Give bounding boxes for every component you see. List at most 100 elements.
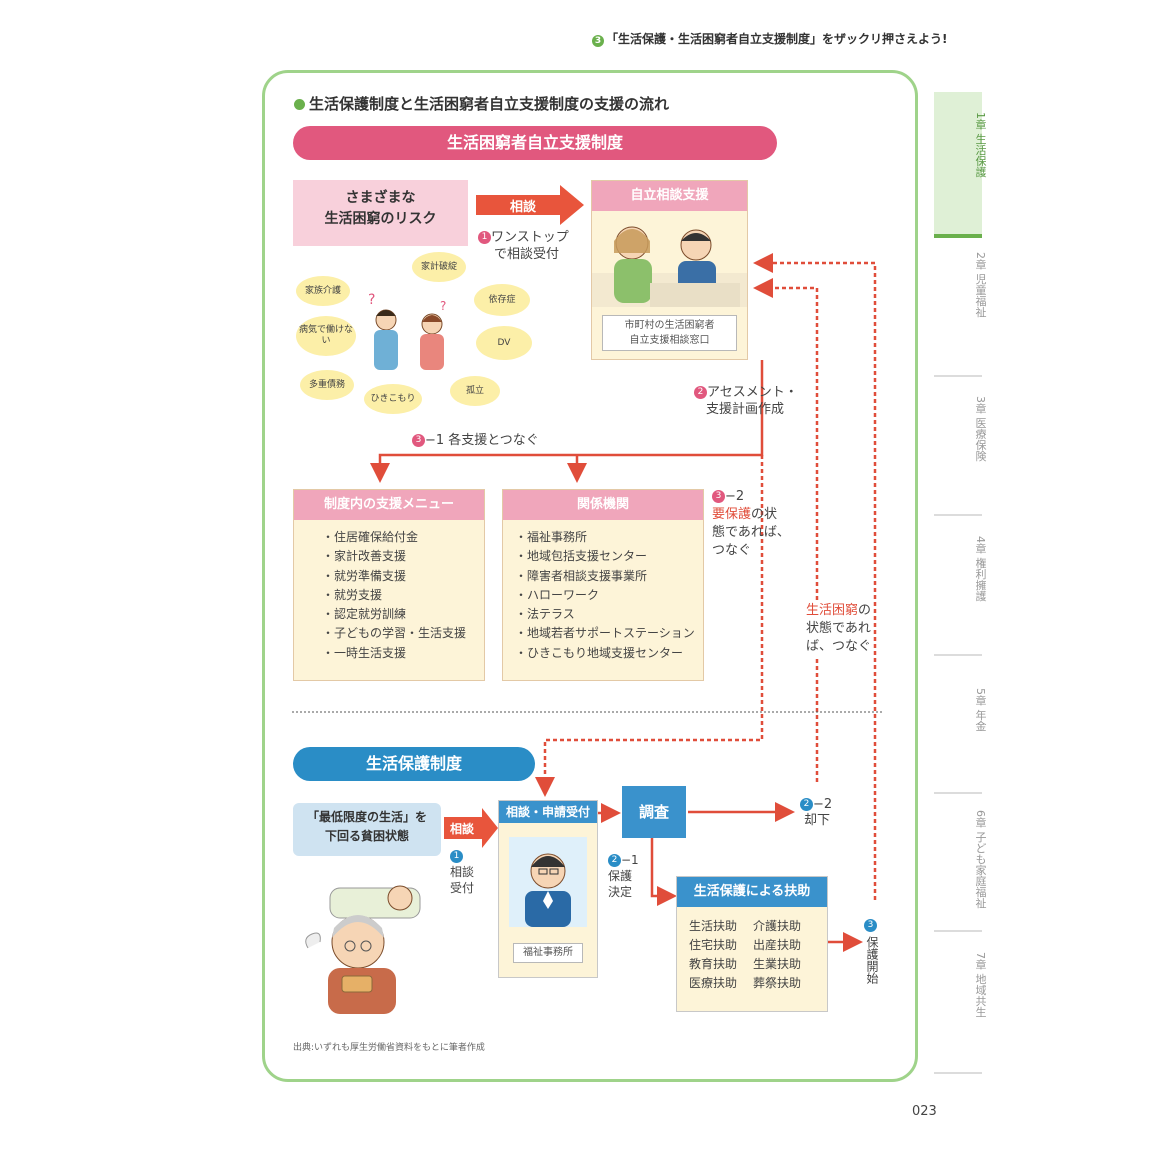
step3-2-note: 3−2 要保護の状 態であれば、 つなぐ: [712, 488, 790, 560]
fujo-head: 生活保護による扶助: [677, 877, 827, 907]
risk-bubble: 家族介護: [296, 276, 350, 306]
jiritsu-box: 自立相談支援 市町村の生活困窮者 自立支援相談窓口: [591, 180, 748, 360]
sidebar-tab-3[interactable]: 3章 医療保険: [974, 396, 987, 462]
sidebar-divider: [934, 654, 982, 656]
kankei-list: ・福祉事務所 ・地域包括支援センター ・障害者相談支援事業所 ・ハローワーク ・…: [503, 528, 703, 663]
header-text: 「生活保護・生活困窮者自立支援制度」をザックリ押さえよう!: [606, 32, 948, 46]
list-item: ・ハローワーク: [515, 587, 600, 602]
dotted-arrow: [535, 455, 764, 797]
jiritsu-head: 自立相談支援: [592, 181, 747, 211]
list-item: ・ひきこもり地域支援センター: [515, 645, 684, 660]
list-item: 介護扶助: [753, 919, 802, 933]
step2-line2: 支援計画作成: [706, 402, 785, 417]
list-item: ・認定就労訓練: [322, 607, 407, 622]
risk-bubble: 病気で働けない: [296, 316, 356, 356]
shinsei-head: 相談・申請受付: [499, 801, 597, 823]
list-item: ・地域若者サポートステーション: [515, 626, 695, 641]
list-item: 住宅扶助: [689, 938, 738, 952]
kyakka-num: 2: [800, 798, 813, 811]
hogo-consult-label: 相談: [450, 822, 475, 836]
list-item: ・地域包括支援センター: [515, 549, 648, 564]
step3-2-line2: の状: [751, 507, 778, 522]
list-item: ・福祉事務所: [515, 530, 588, 544]
hogo-kaishi-note: 3 保護開始: [864, 915, 881, 984]
chosa-box: 調査: [622, 786, 686, 838]
list-item: ・就労準備支援: [322, 568, 407, 583]
kettei-line1: −1: [621, 853, 639, 867]
sidebar-divider: [934, 930, 982, 932]
step3-2-num: 3: [712, 490, 725, 503]
list-item: ・就労支援: [322, 587, 383, 602]
sidebar-divider: [934, 1072, 982, 1074]
page-number: 023: [912, 1104, 937, 1119]
consult-arrow-shape: [444, 808, 498, 848]
sidebar-tab-7[interactable]: 7章 地域共生: [974, 952, 987, 1018]
risk-box: さまざまな 生活困窮のリスク: [293, 180, 468, 246]
menu-list: ・住居確保給付金 ・家計改善支援 ・就労準備支援 ・就労支援 ・認定就労訓練 ・…: [294, 528, 484, 663]
figure-title-text: 生活保護制度と生活困窮者自立支援制度の支援の流れ: [309, 95, 670, 113]
step2-num: 2: [694, 386, 707, 399]
sidebar-tab-2[interactable]: 2章 児童福祉: [974, 252, 987, 318]
banner-jiritsu: 生活困窮者自立支援制度: [293, 126, 777, 160]
risk-box-line1: さまざまな: [345, 190, 416, 206]
hogo-step1-line1: 相談: [450, 865, 475, 879]
kyakka-note: 2−2 却下: [800, 797, 832, 829]
source-note: 出典:いずれも厚生労働省資料をもとに筆者作成: [293, 1043, 485, 1053]
step1-line2: で相談受付: [494, 247, 560, 262]
konkyu-line1: の: [858, 603, 872, 618]
risk-bubble: 多重債務: [300, 370, 354, 400]
figure-frame: [262, 70, 918, 1082]
sidebar-divider: [934, 792, 982, 794]
list-item: ・法テラス: [515, 607, 575, 622]
svg-text:?: ?: [368, 292, 375, 308]
sidebar-tab-5[interactable]: 5章 年金: [974, 688, 987, 732]
hogo-kaishi-num: 3: [864, 919, 877, 932]
risk-bubble: ひきこもり: [364, 384, 422, 414]
svg-text:?: ?: [440, 299, 446, 313]
sidebar-tab-1[interactable]: 1章 生活保護: [974, 112, 987, 178]
list-item: 生業扶助: [753, 957, 802, 971]
sidebar-divider: [934, 375, 982, 377]
step3-2-red: 要保護: [712, 507, 752, 522]
sidebar-tab-6[interactable]: 6章 子ども家庭福祉: [974, 810, 987, 909]
konkyu-line3: ば、つなぐ: [806, 639, 872, 654]
menu-card: 制度内の支援メニュー ・住居確保給付金 ・家計改善支援 ・就労準備支援 ・就労支…: [293, 489, 485, 681]
risk-box-line2: 生活困窮のリスク: [324, 211, 437, 227]
kettei-note: 2−1 保護 決定: [608, 852, 639, 900]
kyakka-line2: 却下: [804, 813, 831, 828]
sidebar-active-bg: [934, 92, 982, 238]
list-item: 葬祭扶助: [753, 976, 802, 990]
dotted-arrow: [753, 253, 877, 900]
kettei-line2: 保護: [608, 869, 633, 883]
fujo-grid: 生活扶助 介護扶助 住宅扶助 出産扶助 教育扶助 生業扶助 医療扶助 葬祭扶助: [677, 907, 827, 993]
step3-2-line3: 態であれば、: [712, 525, 790, 540]
poverty-line2: 下回る貧困状態: [324, 829, 409, 843]
counselor-illustration: [592, 226, 747, 307]
hogo-kaishi-text: 保護開始: [865, 936, 879, 984]
hogo-step1-line2: 受付: [450, 881, 475, 895]
hogo-step1-note: 1 相談 受付: [450, 848, 474, 896]
jiritsu-office-line2: 自立支援相談窓口: [629, 335, 710, 346]
step1-num: 1: [478, 231, 491, 244]
step2-line1: アセスメント・: [707, 385, 798, 400]
header-caption: 3「生活保護・生活困窮者自立支援制度」をザックリ押さえよう!: [592, 30, 947, 47]
connector-arrow: [370, 360, 764, 483]
list-item: ・子どもの学習・生活支援: [322, 626, 467, 641]
kyakka-line1: −2: [813, 797, 833, 812]
banner-hogo: 生活保護制度: [293, 747, 535, 781]
risk-bubble: DV: [476, 326, 532, 360]
sidebar-tab-4[interactable]: 4章 権利擁護: [974, 536, 987, 602]
kettei-num: 2: [608, 854, 621, 867]
jiritsu-office: 市町村の生活困窮者 自立支援相談窓口: [602, 315, 737, 351]
kankei-card: 関係機関 ・福祉事務所 ・地域包括支援センター ・障害者相談支援事業所 ・ハロー…: [502, 489, 704, 681]
step1-line1: ワンストップ: [491, 230, 569, 245]
elderly-illustration: [305, 885, 421, 1014]
figure-title: 生活保護制度と生活困窮者自立支援制度の支援の流れ: [294, 93, 669, 114]
konkyu-note: 生活困窮の 状態であれ ば、つなぐ: [806, 602, 872, 656]
header-num: 3: [592, 35, 604, 47]
troubled-people-illustration: ? ?: [368, 292, 446, 370]
list-item: ・住居確保給付金: [322, 530, 419, 544]
menu-head: 制度内の支援メニュー: [294, 490, 484, 520]
